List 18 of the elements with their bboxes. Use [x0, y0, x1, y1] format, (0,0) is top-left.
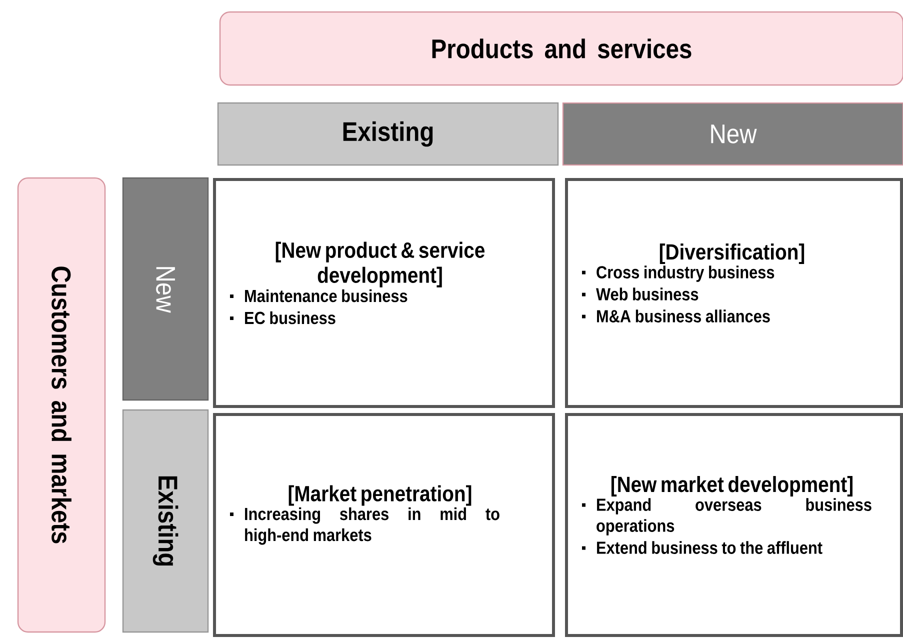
bullet-item: Web business: [582, 288, 698, 300]
side-banner: Customers and markets: [17, 177, 106, 633]
quadrant-box: [New market development] Expand overseas business operations Extend business to the affluent: [565, 413, 903, 637]
bullet-item: Increasing shares in mid to high-end markets: [230, 507, 500, 545]
quadrant-box: [New product & service development] Maintenance business EC business: [213, 178, 555, 408]
bullet-item: Expand overseas business operations: [582, 498, 872, 536]
column-header: New: [562, 102, 903, 166]
bullet-item: M&A business alliances: [582, 310, 770, 322]
bullet-item: Extend business to the affluent: [582, 541, 822, 554]
bullet-item: EC business: [230, 311, 336, 324]
header-banner: Products and services: [219, 11, 903, 86]
column-header: Existing: [217, 102, 559, 166]
row-header: New: [122, 177, 209, 401]
quadrant-box: [Market penetration] Increasing shares in mid to high-end markets: [213, 413, 555, 637]
quadrant-box: [Diversification] Cross industry business Web business M&A business alliances: [565, 178, 903, 408]
row-header: Existing: [122, 409, 209, 633]
bullet-item: Maintenance business: [230, 289, 408, 302]
bullet-item: Cross industry business: [582, 266, 774, 282]
